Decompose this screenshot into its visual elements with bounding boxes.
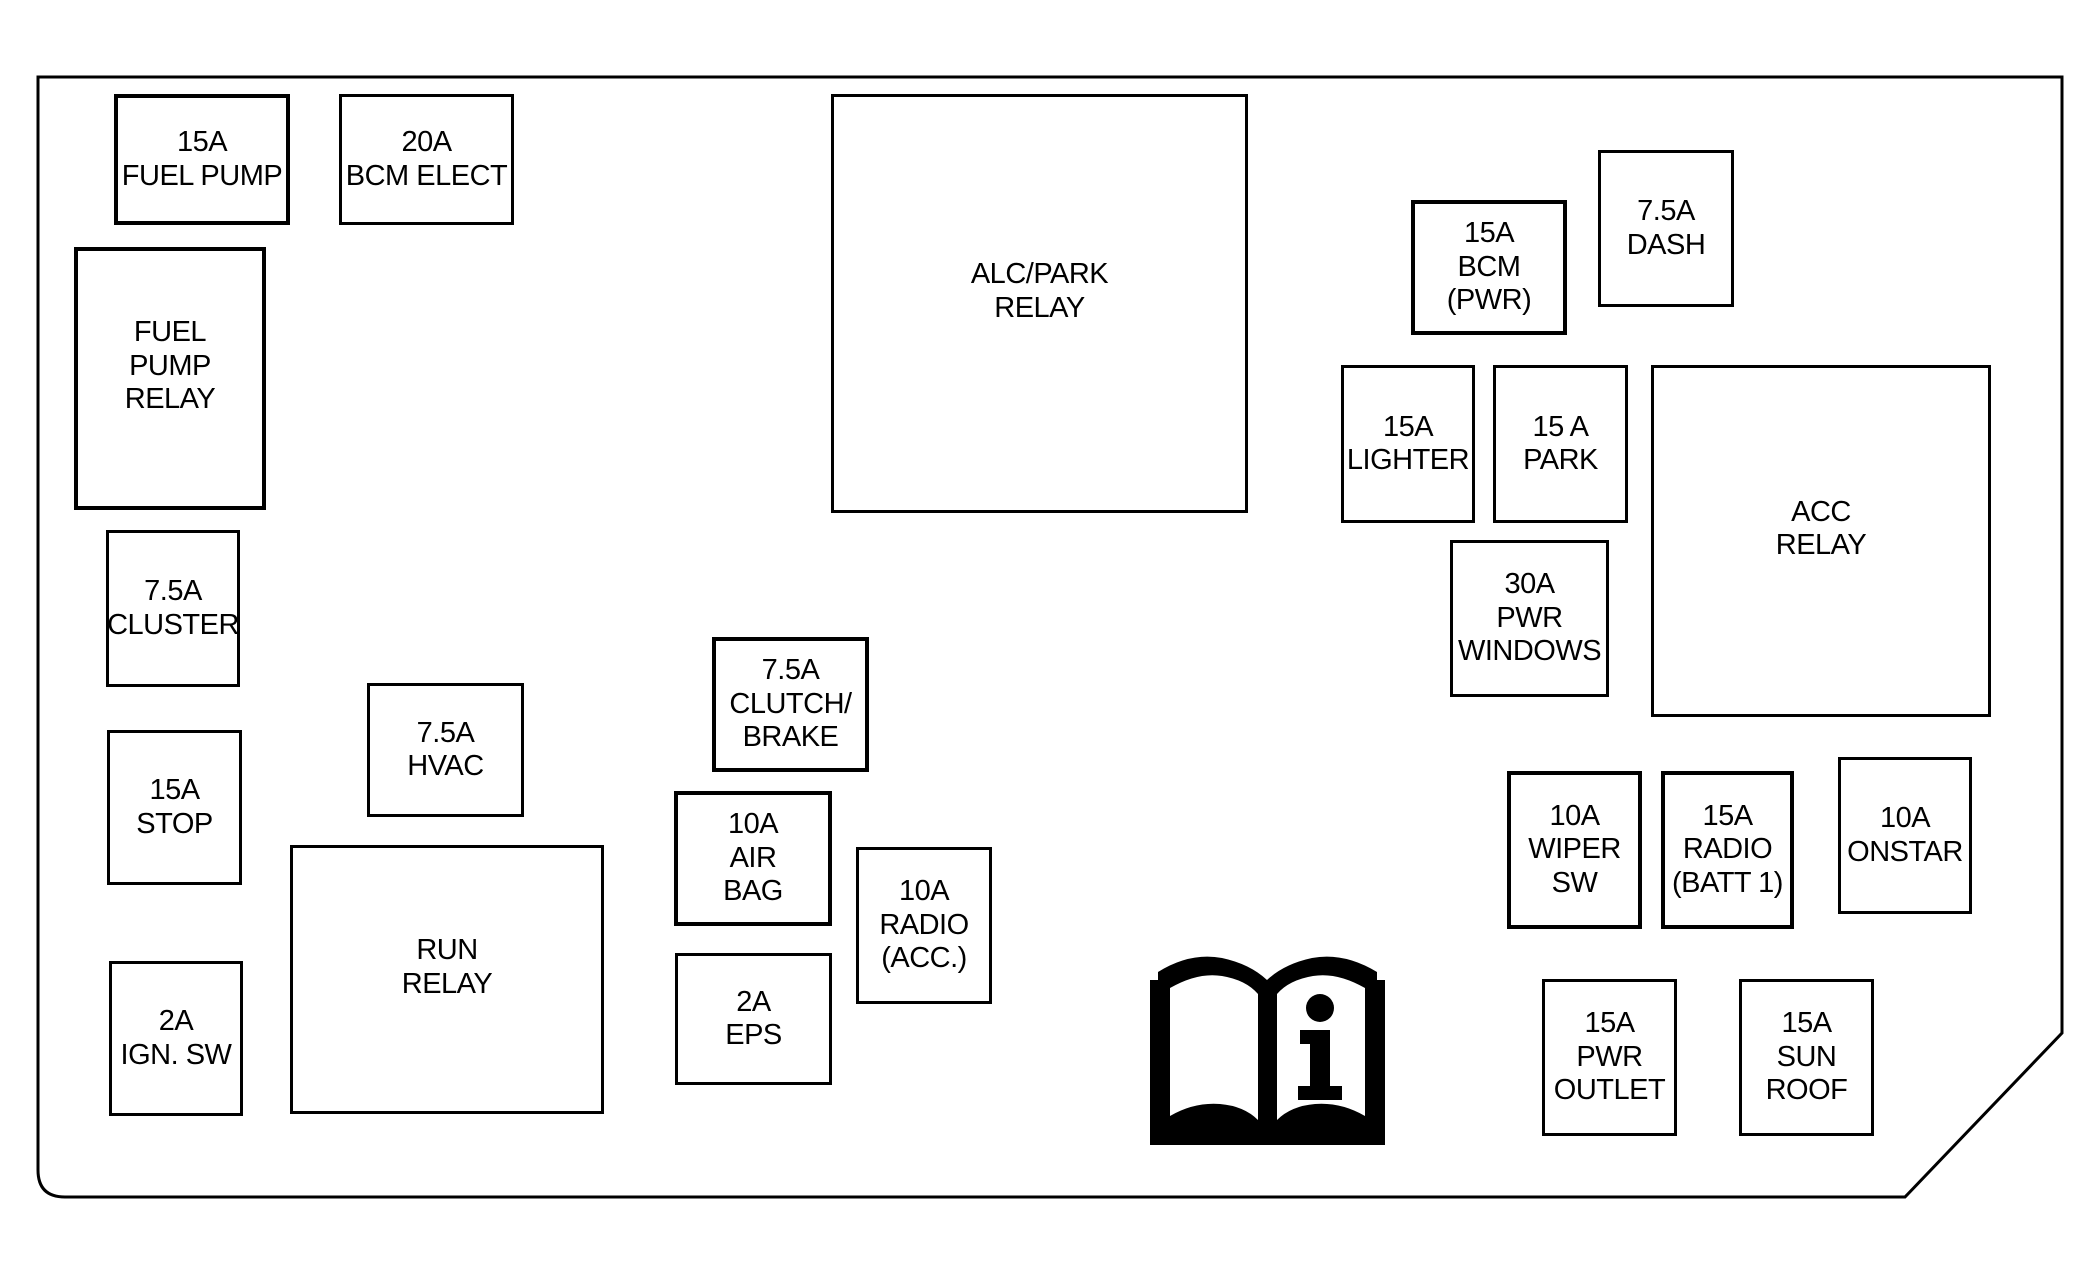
fuse-cluster-label: 7.5A CLUSTER: [107, 575, 239, 641]
fuse-hvac: 7.5A HVAC: [367, 683, 524, 817]
fuse-park-label: 15 A PARK: [1523, 410, 1598, 476]
fuse-ign-sw: 2A IGN. SW: [109, 961, 243, 1116]
relay-fuel-pump: FUEL PUMP RELAY: [74, 247, 266, 510]
fuse-air-bag-label: 10A AIR BAG: [723, 808, 783, 908]
fuse-dash: 7.5A DASH: [1598, 150, 1734, 307]
fuse-wiper-sw: 10A WIPER SW: [1507, 771, 1642, 929]
fuse-pwr-outlet-label: 15A PWR OUTLET: [1553, 1007, 1666, 1107]
relay-fuel-pump-label: FUEL PUMP RELAY: [124, 316, 216, 416]
fuse-sun-roof-label: 15A SUN ROOF: [1765, 1007, 1848, 1107]
relay-alc-park-label: ALC/PARK RELAY: [970, 258, 1109, 324]
relay-alc-park: ALC/PARK RELAY: [831, 94, 1248, 513]
fuse-sun-roof: 15A SUN ROOF: [1739, 979, 1874, 1136]
fuse-stop: 15A STOP: [107, 730, 242, 885]
fuse-pwr-windows-label: 30A PWR WINDOWS: [1457, 568, 1602, 668]
fuse-radio-acc-label: 10A RADIO (ACC.): [879, 875, 969, 975]
fuse-park: 15 A PARK: [1493, 365, 1628, 523]
fuse-clutch-brake-label: 7.5A CLUTCH/ BRAKE: [729, 654, 852, 754]
fuse-bcm-elect-label: 20A BCM ELECT: [345, 126, 508, 192]
fuse-radio-batt1: 15A RADIO (BATT 1): [1661, 771, 1794, 929]
relay-acc: ACC RELAY: [1651, 365, 1991, 717]
fuse-bcm-pwr-label: 15A BCM (PWR): [1446, 217, 1532, 317]
fuse-pwr-outlet: 15A PWR OUTLET: [1542, 979, 1677, 1136]
relay-run: RUN RELAY: [290, 845, 604, 1114]
fuse-bcm-elect: 20A BCM ELECT: [339, 94, 514, 225]
fuse-dash-label: 7.5A DASH: [1626, 195, 1706, 261]
fuse-clutch-brake: 7.5A CLUTCH/ BRAKE: [712, 637, 869, 772]
fuse-bcm-pwr: 15A BCM (PWR): [1411, 200, 1567, 335]
owner-manual-info-icon: [1150, 956, 1385, 1145]
fuse-fuel-pump: 15A FUEL PUMP: [114, 94, 290, 225]
fuse-cluster: 7.5A CLUSTER: [106, 530, 240, 687]
fuse-radio-batt1-label: 15A RADIO (BATT 1): [1672, 799, 1783, 899]
fuse-wiper-sw-label: 10A WIPER SW: [1528, 799, 1621, 899]
fuse-lighter: 15A LIGHTER: [1341, 365, 1475, 523]
fuse-air-bag: 10A AIR BAG: [674, 791, 832, 926]
relay-acc-label: ACC RELAY: [1775, 495, 1867, 561]
fuse-eps: 2A EPS: [675, 953, 832, 1085]
fuse-stop-label: 15A STOP: [136, 774, 213, 840]
relay-run-label: RUN RELAY: [401, 934, 493, 1000]
fuse-eps-label: 2A EPS: [725, 985, 782, 1051]
fuse-ign-sw-label: 2A IGN. SW: [120, 1005, 232, 1071]
fuse-radio-acc: 10A RADIO (ACC.): [856, 847, 992, 1004]
fuse-onstar-label: 10A ONSTAR: [1847, 802, 1963, 868]
fuse-pwr-windows: 30A PWR WINDOWS: [1450, 540, 1609, 697]
fuse-lighter-label: 15A LIGHTER: [1346, 410, 1470, 476]
fuse-fuel-pump-label: 15A FUEL PUMP: [121, 126, 283, 192]
fuse-onstar: 10A ONSTAR: [1838, 757, 1972, 914]
fuse-hvac-label: 7.5A HVAC: [407, 716, 484, 782]
